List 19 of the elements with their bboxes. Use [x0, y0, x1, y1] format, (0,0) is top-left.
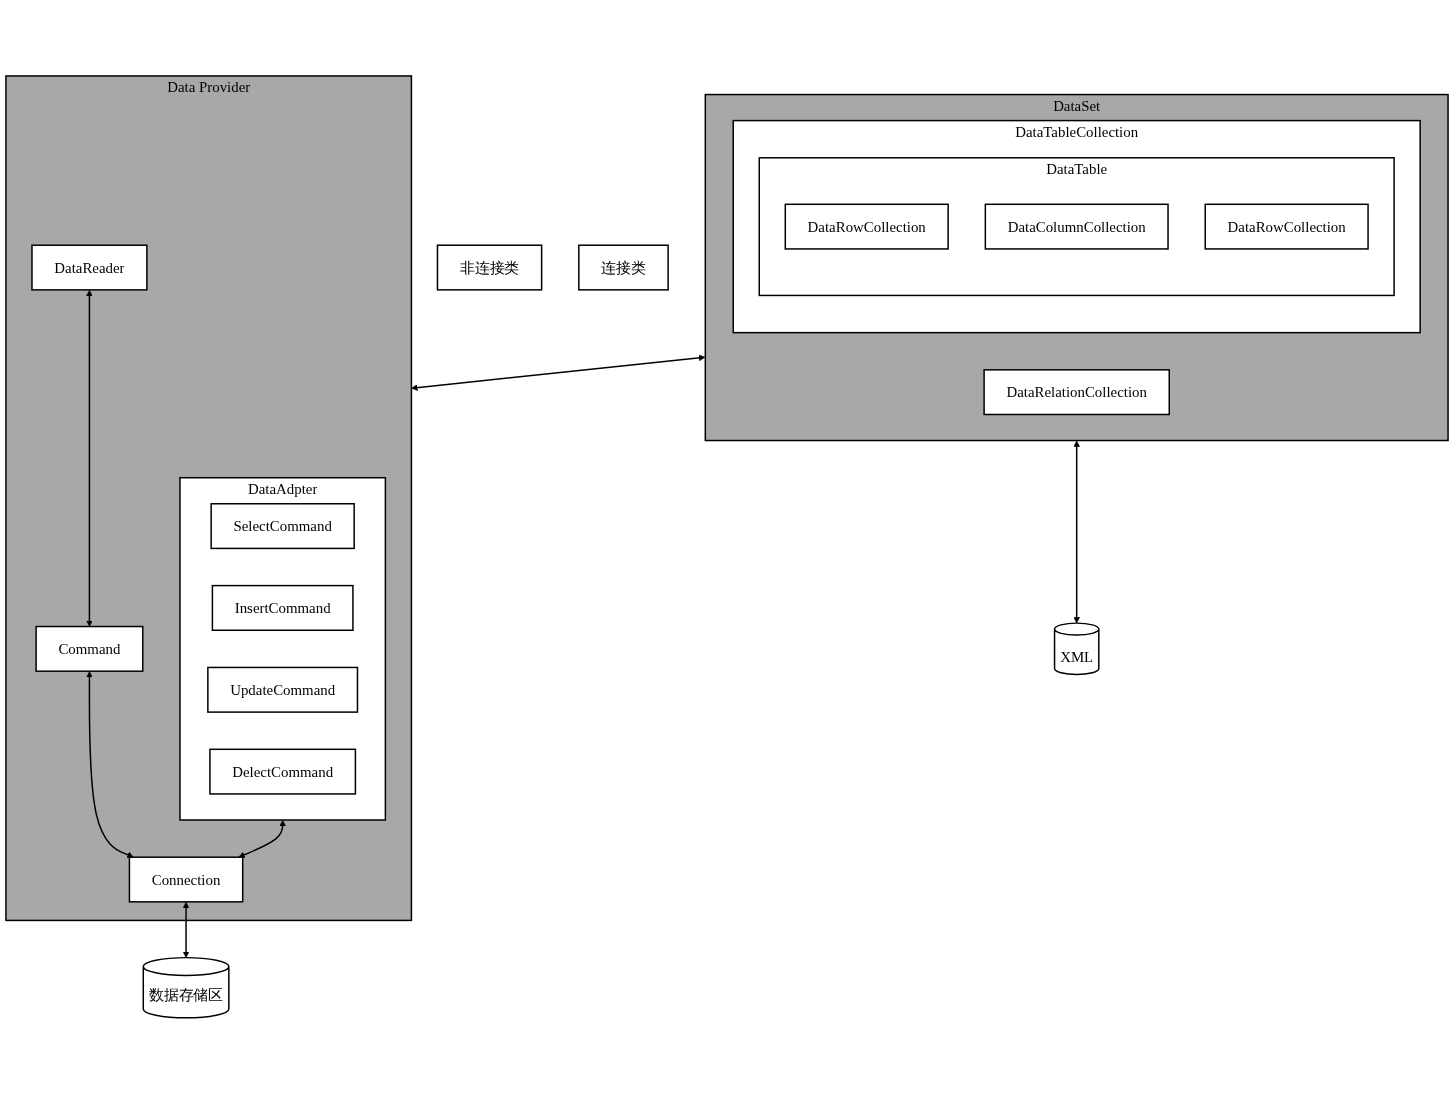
node-box: DataRelationCollection: [983, 368, 1170, 415]
node-box: InsertCommand: [211, 584, 354, 631]
arrow: [86, 289, 93, 627]
arrow: [1073, 440, 1080, 623]
arrow: [411, 354, 706, 391]
node-box: Command: [35, 625, 144, 672]
node-box: 非连接类: [436, 244, 543, 291]
node-box: DataColumnCollection: [984, 203, 1169, 250]
node-box: SelectCommand: [210, 502, 355, 549]
arrow: [86, 670, 134, 858]
arrow: [182, 901, 190, 958]
node-box: 连接类: [578, 244, 669, 291]
node-box: UpdateCommand: [207, 666, 359, 713]
node-box: Connection: [128, 856, 244, 903]
node-box: DelectCommand: [209, 748, 357, 795]
node-box: DataRowCollection: [784, 203, 949, 250]
node-box: DataRowCollection: [1204, 203, 1369, 250]
arrow: [238, 819, 286, 858]
node-box: DataReader: [31, 244, 148, 291]
